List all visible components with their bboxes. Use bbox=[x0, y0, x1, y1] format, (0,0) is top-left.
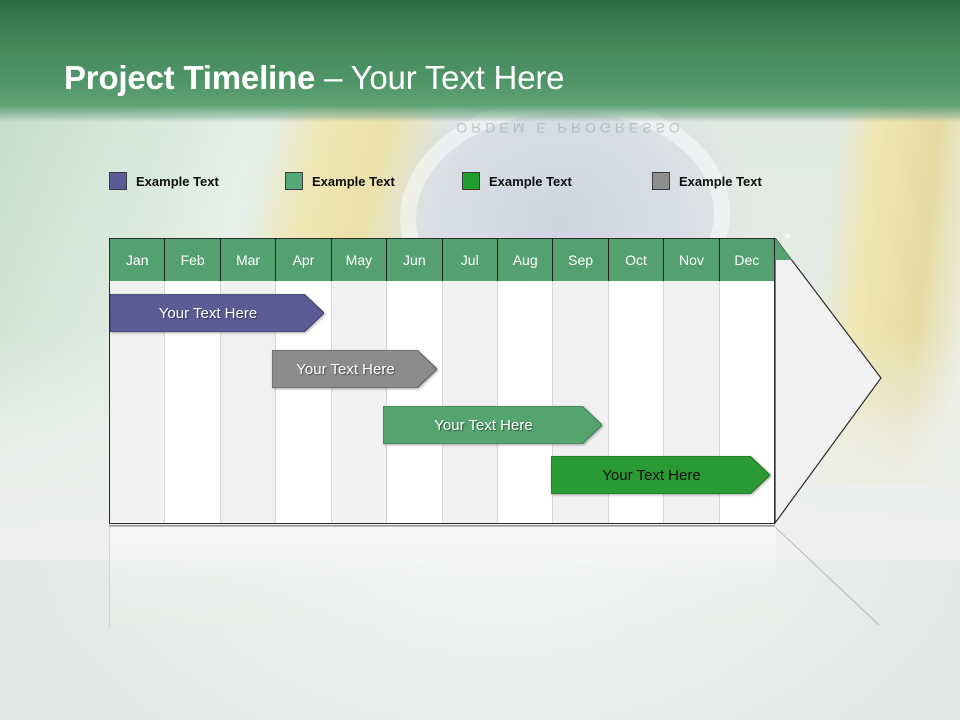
legend-item-label: Example Text bbox=[312, 173, 395, 189]
timeline-bar-4[interactable]: Your Text Here bbox=[551, 456, 770, 494]
page-title-light: – Your Text Here bbox=[315, 59, 565, 96]
month-header-cell-oct[interactable]: Oct bbox=[608, 239, 665, 281]
month-header-cell-nov[interactable]: Nov bbox=[664, 239, 720, 281]
timeline-bar-label: Your Text Here bbox=[602, 466, 701, 484]
legend-item[interactable]: Example Text bbox=[462, 172, 572, 190]
legend-color-swatch-icon bbox=[652, 172, 670, 190]
grid-column-jun bbox=[387, 281, 443, 523]
legend-item-label: Example Text bbox=[679, 173, 762, 189]
grid-column-jul bbox=[442, 281, 498, 523]
month-header-cell-jun[interactable]: Jun bbox=[387, 239, 443, 281]
timeline-bar-label: Your Text Here bbox=[158, 304, 258, 322]
month-header-cell-feb[interactable]: Feb bbox=[165, 239, 221, 281]
timeline-bar-label: Your Text Here bbox=[434, 416, 533, 434]
timeline-bar-label: Your Text Here bbox=[296, 360, 395, 378]
page-title-bold: Project Timeline bbox=[64, 59, 316, 96]
legend-item[interactable]: Example Text bbox=[285, 172, 395, 190]
flag-star-icon: ★ bbox=[782, 229, 793, 243]
month-header-cell-mar[interactable]: Mar bbox=[220, 239, 277, 281]
month-header-row: Jan Feb Mar Apr May Jun Jul Aug Sep Oct … bbox=[110, 239, 775, 281]
timeline-bar-arrow-shape bbox=[551, 456, 770, 494]
timeline-bar-arrow-shape bbox=[110, 294, 324, 332]
month-header-cell-aug[interactable]: Aug bbox=[497, 239, 554, 281]
flag-banner-text: ORDEM E PROGRESSO bbox=[456, 120, 684, 136]
month-header-cell-jan[interactable]: Jan bbox=[110, 239, 166, 281]
legend-item-label: Example Text bbox=[136, 173, 219, 189]
legend-color-swatch-icon bbox=[285, 172, 303, 190]
timeline-bar-arrow-shape bbox=[272, 350, 437, 388]
grid-column-aug bbox=[497, 281, 554, 523]
timeline-bar-3[interactable]: Your Text Here bbox=[383, 406, 602, 444]
timeline-bar-1[interactable]: Your Text Here bbox=[110, 294, 324, 332]
legend-item[interactable]: Example Text bbox=[109, 172, 219, 190]
page-title: Project Timeline – Your Text Here bbox=[64, 59, 564, 97]
legend-color-swatch-icon bbox=[109, 172, 127, 190]
timeline-bar-arrow-shape bbox=[383, 406, 602, 444]
month-header-cell-jul[interactable]: Jul bbox=[442, 239, 498, 281]
timeline-bar-2[interactable]: Your Text Here bbox=[272, 350, 437, 388]
legend-item-label: Example Text bbox=[489, 173, 572, 189]
month-header-cell-dec[interactable]: Dec bbox=[719, 239, 775, 281]
month-header-cell-sep[interactable]: Sep bbox=[553, 239, 609, 281]
month-header-cell-apr[interactable]: Apr bbox=[276, 239, 332, 281]
legend: Example Text Example Text Example Text E… bbox=[109, 170, 829, 194]
header-banner bbox=[0, 0, 960, 122]
month-header-cell-may[interactable]: May bbox=[331, 239, 388, 281]
grid-column-may bbox=[331, 281, 388, 523]
legend-item[interactable]: Example Text bbox=[652, 172, 762, 190]
legend-color-swatch-icon bbox=[462, 172, 480, 190]
